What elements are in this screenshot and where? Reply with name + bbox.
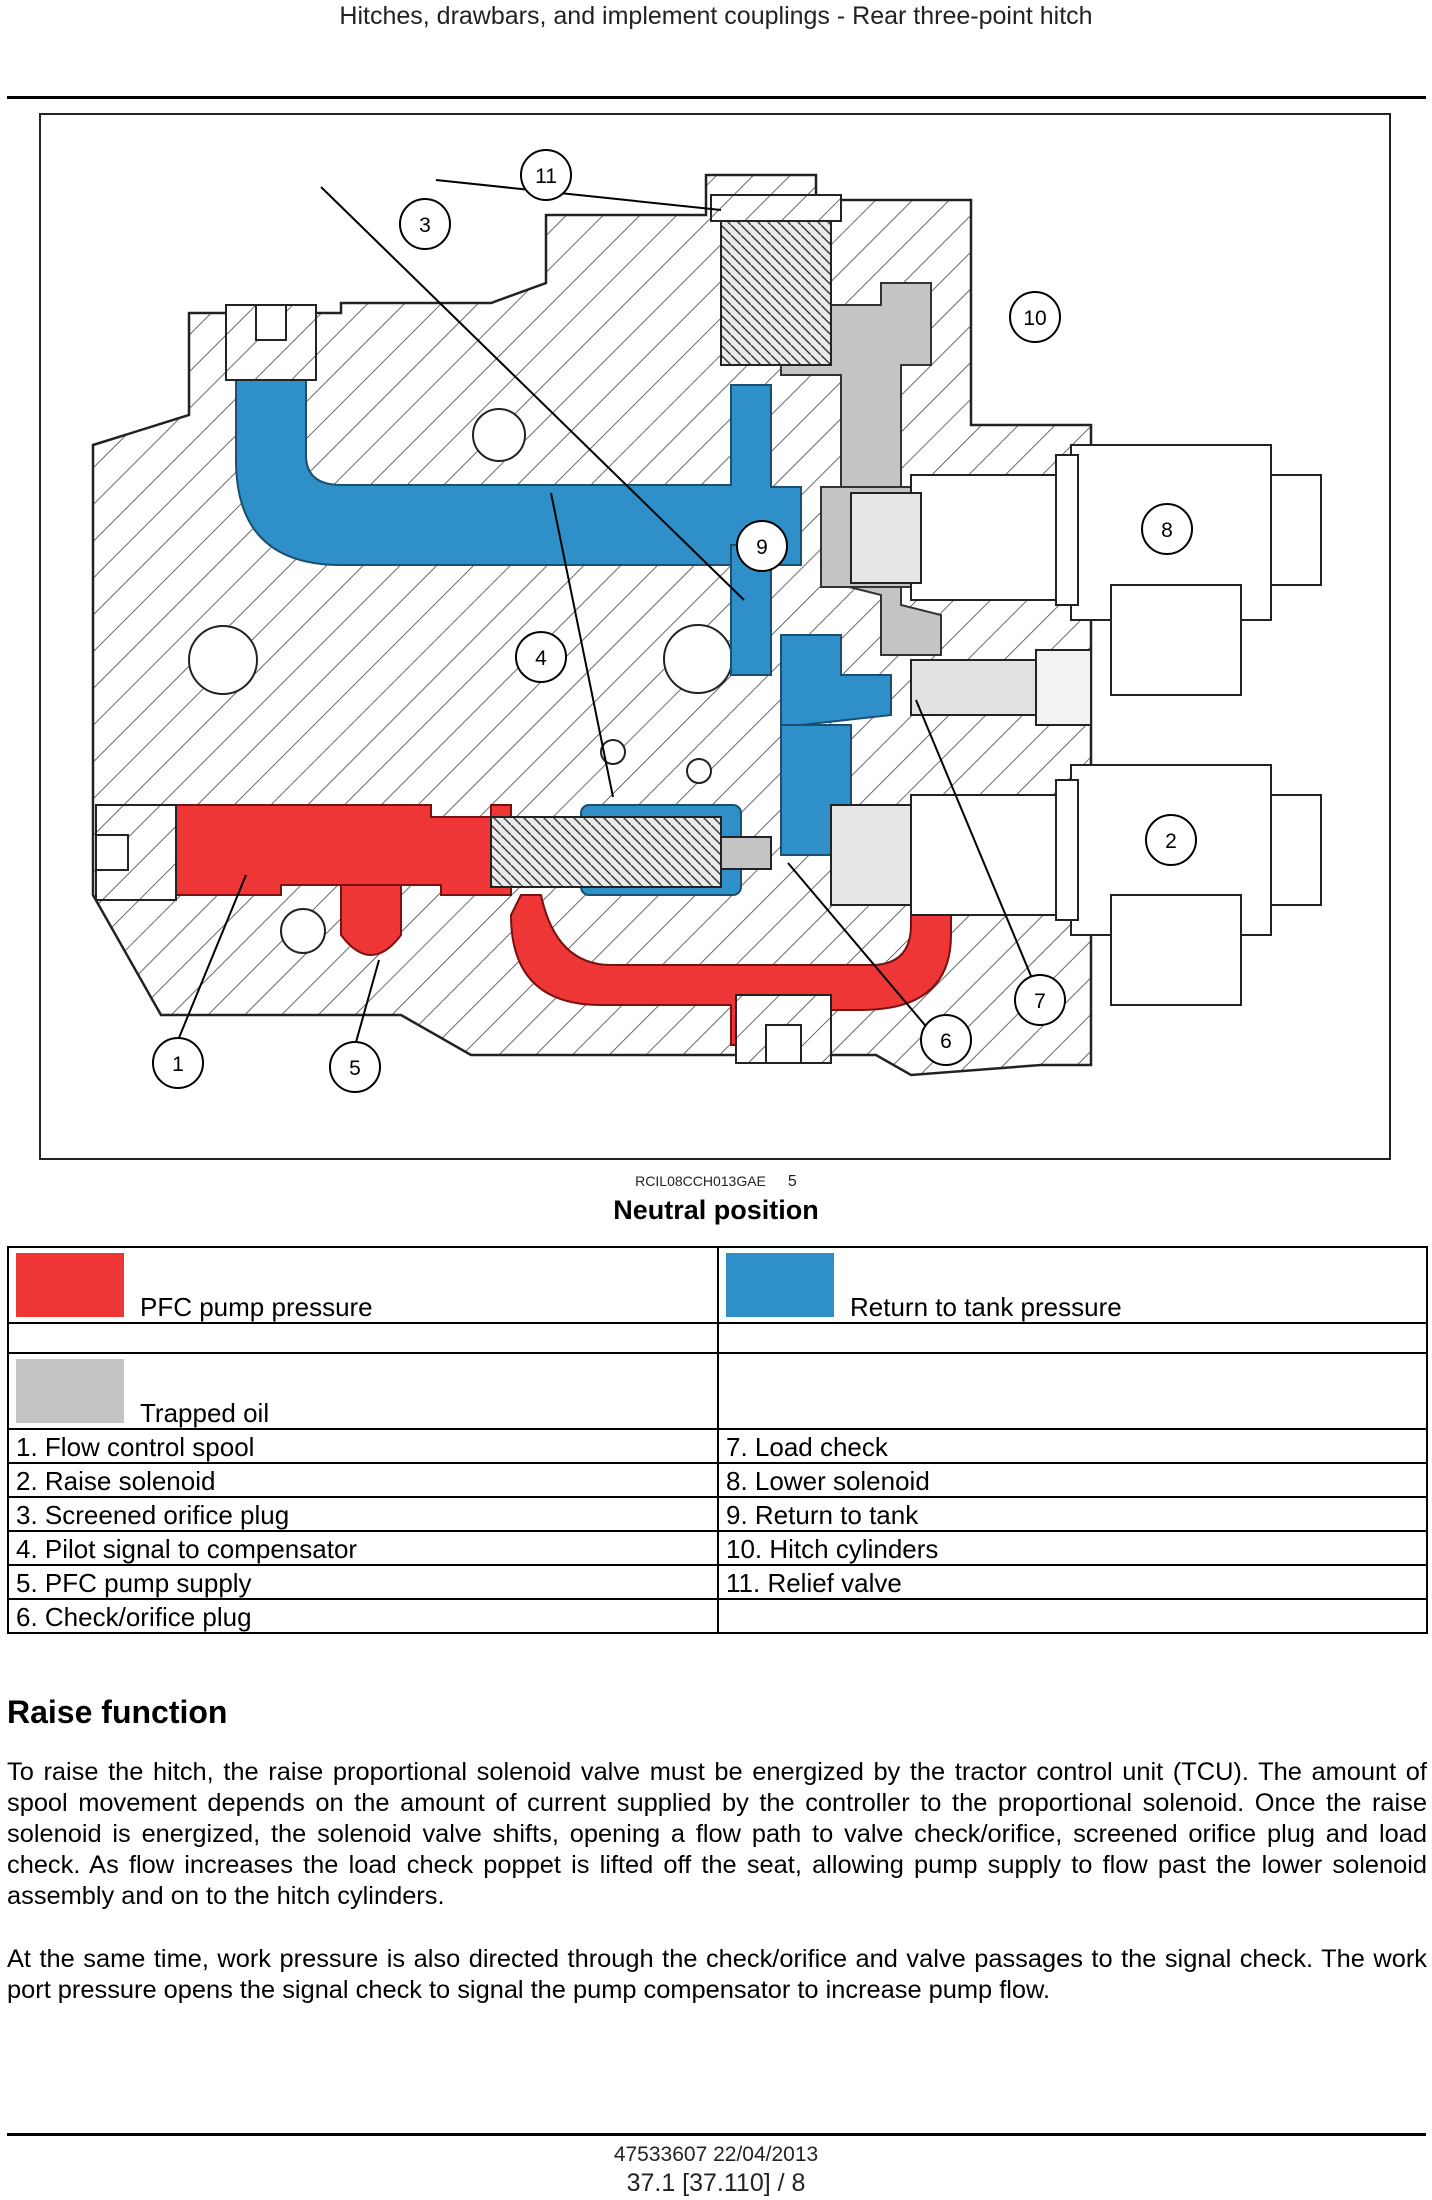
svg-text:5: 5 xyxy=(349,1057,361,1080)
pump-pressure-swatch xyxy=(16,1253,124,1317)
callout-4: 4 xyxy=(515,631,567,683)
legend-spacer-row xyxy=(7,1322,1428,1354)
callout-8: 8 xyxy=(1141,503,1193,555)
legend-item: 9. Return to tank xyxy=(717,1496,1428,1532)
callout-11: 11 xyxy=(520,149,572,201)
legend-item-row: 6. Check/orifice plug xyxy=(7,1598,1428,1634)
footer-rule xyxy=(7,2133,1426,2136)
hydraulic-valve-diagram: 11 3 10 8 9 4 xyxy=(39,113,1391,1160)
callout-9: 9 xyxy=(736,520,788,572)
svg-text:7: 7 xyxy=(1034,990,1046,1013)
callout-2: 2 xyxy=(1145,814,1197,866)
callout-6: 6 xyxy=(920,1014,972,1066)
section-heading: Raise function xyxy=(7,1694,228,1730)
body-paragraph: To raise the hitch, the raise proportion… xyxy=(7,1758,1427,1910)
relief-valve xyxy=(720,214,832,366)
pump-pressure-passage xyxy=(170,804,512,896)
legend-item-row: 1. Flow control spool 7. Load check xyxy=(7,1428,1428,1464)
footer-page-number: 37.1 [37.110] / 8 xyxy=(626,2169,806,2197)
legend-item-row: 2. Raise solenoid 8. Lower solenoid xyxy=(7,1462,1428,1498)
figure-reference-number: 5 xyxy=(787,1173,797,1190)
callout-3: 3 xyxy=(399,198,451,250)
callout-5: 5 xyxy=(329,1041,381,1093)
legend-return-to-tank: Return to tank pressure xyxy=(717,1246,1428,1324)
legend-item: 3. Screened orifice plug xyxy=(7,1496,719,1532)
svg-text:10: 10 xyxy=(1023,307,1046,330)
svg-text:6: 6 xyxy=(940,1030,952,1053)
legend-color-row: PFC pump pressure Return to tank pressur… xyxy=(7,1246,1428,1324)
legend-table: PFC pump pressure Return to tank pressur… xyxy=(7,1246,1428,1634)
legend-item: 11. Relief valve xyxy=(717,1564,1428,1600)
svg-text:4: 4 xyxy=(535,647,547,670)
legend-item: 8. Lower solenoid xyxy=(717,1462,1428,1498)
return-to-tank-swatch xyxy=(726,1253,834,1317)
legend-color-row: Trapped oil xyxy=(7,1352,1428,1430)
legend-item: 7. Load check xyxy=(717,1428,1428,1464)
legend-item-row: 4. Pilot signal to compensator 10. Hitch… xyxy=(7,1530,1428,1566)
body-paragraph: At the same time, work pressure is also … xyxy=(7,1945,1427,2004)
legend-item-row: 3. Screened orifice plug 9. Return to ta… xyxy=(7,1496,1428,1532)
compensator-spring xyxy=(490,816,722,888)
callout-1: 1 xyxy=(152,1037,204,1089)
legend-trapped-oil: Trapped oil xyxy=(7,1352,719,1430)
legend-pump-pressure: PFC pump pressure xyxy=(7,1246,719,1324)
svg-text:8: 8 xyxy=(1161,519,1173,542)
svg-text:11: 11 xyxy=(535,165,557,188)
svg-text:9: 9 xyxy=(756,536,768,559)
svg-text:3: 3 xyxy=(419,214,431,237)
legend-item: 2. Raise solenoid xyxy=(7,1462,719,1498)
figure-caption: Neutral position xyxy=(613,1195,819,1225)
legend-item: 10. Hitch cylinders xyxy=(717,1530,1428,1566)
callout-7: 7 xyxy=(1014,974,1066,1026)
figure-reference-code: RCIL08CCH013GAE xyxy=(635,1173,766,1189)
trapped-oil-swatch xyxy=(16,1359,124,1423)
svg-text:1: 1 xyxy=(172,1053,184,1076)
figure-reference: RCIL08CCH013GAE 5 xyxy=(0,1173,1432,1191)
legend-item-row: 5. PFC pump supply 11. Relief valve xyxy=(7,1564,1428,1600)
legend-item: 1. Flow control spool xyxy=(7,1428,719,1464)
legend-item: 5. PFC pump supply xyxy=(7,1564,719,1600)
valve-cross-section-drawing: 11 3 10 8 9 4 xyxy=(91,149,1322,1093)
callout-10: 10 xyxy=(1009,291,1061,343)
header-rule xyxy=(7,96,1426,99)
svg-text:2: 2 xyxy=(1165,830,1177,853)
legend-item: 4. Pilot signal to compensator xyxy=(7,1530,719,1566)
legend-item: 6. Check/orifice plug xyxy=(7,1598,719,1634)
footer-document-id: 47533607 22/04/2013 xyxy=(613,2143,819,2166)
page-header-title: Hitches, drawbars, and implement couplin… xyxy=(339,2,1093,30)
